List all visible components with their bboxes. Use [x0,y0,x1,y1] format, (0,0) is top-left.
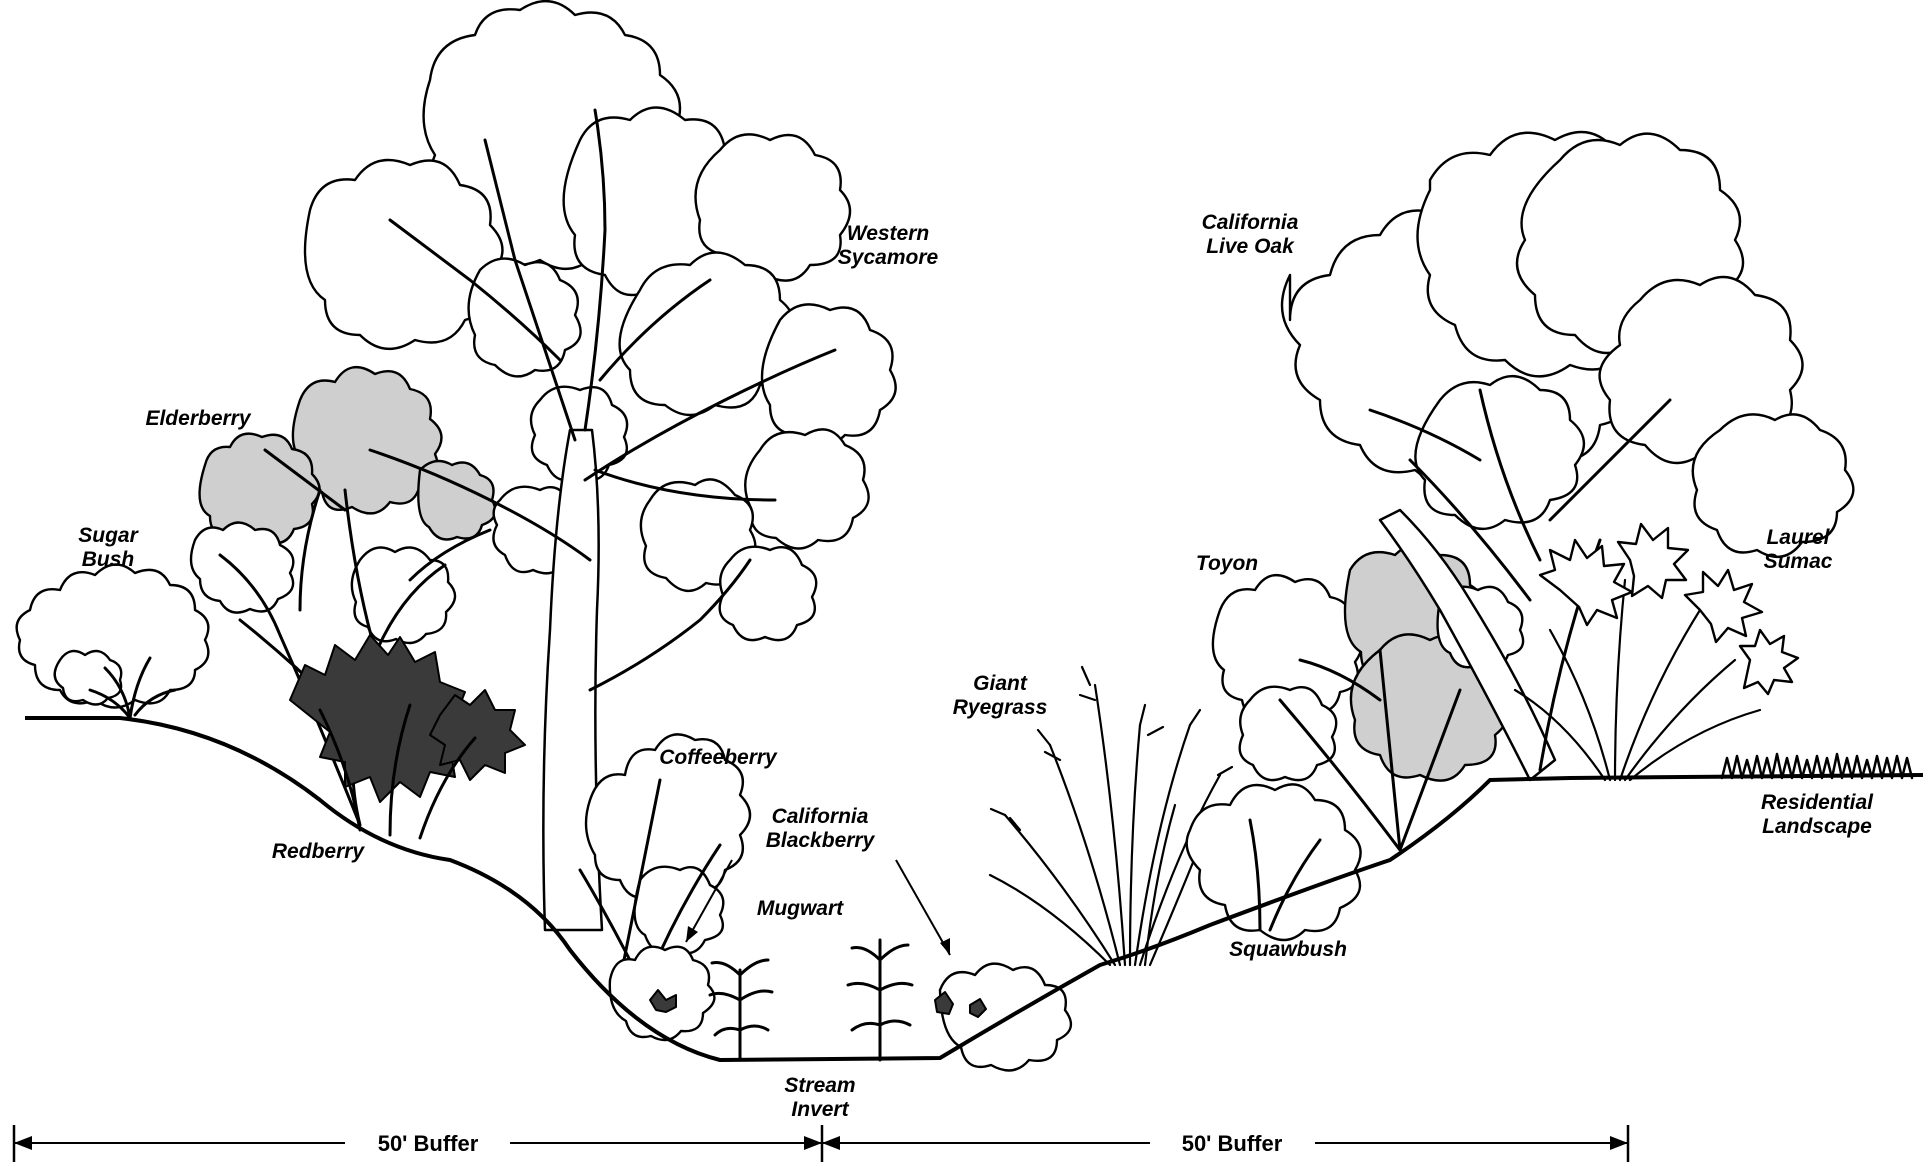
buffer-left-label: 50' Buffer [378,1131,479,1156]
buffer-right-label: 50' Buffer [1182,1131,1283,1156]
blackberry-right-arrow [896,860,950,955]
sugar-bush-plant [17,564,209,718]
buffer-dimension: 50' Buffer 50' Buffer [14,1125,1628,1162]
label-mugwart: Mugwart [757,897,844,920]
mugwart-plant [710,940,912,1060]
label-squawbush: Squawbush [1229,938,1347,961]
label-coffeeberry: Coffeeberry [659,746,778,769]
buffer-right-arrowhead [1610,1136,1628,1150]
buffer-left-arrowhead [14,1136,32,1150]
buffer-center-right-arrowhead [822,1136,840,1150]
california-blackberry-right-plant [935,964,1071,1071]
coffeeberry-plant [580,734,750,980]
label-redberry: Redberry [272,840,366,863]
label-elderberry: Elderberry [145,407,251,430]
buffer-center-left-arrowhead [804,1136,822,1150]
california-blackberry-left-plant [610,947,715,1040]
label-toyon: Toyon [1196,552,1258,575]
laurel-sumac-plant [1515,524,1798,780]
squawbush-plant [1187,784,1361,940]
